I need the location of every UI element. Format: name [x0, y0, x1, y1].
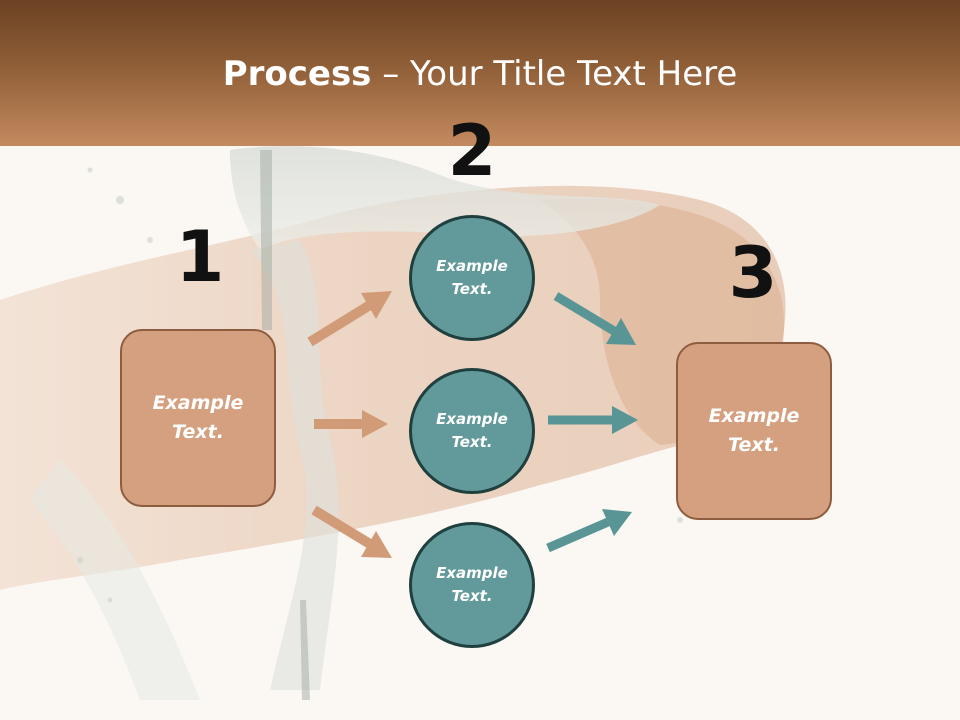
title-regular-part: – Your Title Text Here: [371, 54, 738, 94]
left-box: Example Text.: [120, 329, 276, 507]
arrow-top-to-right: [553, 292, 636, 345]
left-box-text: Example Text.: [152, 392, 244, 443]
bottom-circle: Example Text.: [409, 522, 535, 648]
top-circle-text: Example Text.: [436, 257, 508, 298]
right-box: Example Text.: [676, 342, 832, 520]
middle-circle-text: Example Text.: [436, 410, 508, 451]
step-number-3: 3: [728, 232, 778, 314]
top-circle: Example Text.: [409, 215, 535, 341]
bottom-circle-text: Example Text.: [436, 564, 508, 605]
arrow-left-to-top: [307, 291, 392, 347]
arrow-middle-to-right: [548, 406, 638, 434]
step-number-2: 2: [447, 110, 497, 192]
step-number-1: 1: [175, 216, 225, 298]
arrow-left-to-bottom: [311, 505, 392, 558]
title-bar: Process – Your Title Text Here: [0, 0, 960, 146]
middle-circle: Example Text.: [409, 368, 535, 494]
arrow-bottom-to-right: [546, 509, 632, 553]
title-bold-part: Process: [222, 54, 372, 94]
slide-title: Process – Your Title Text Here: [0, 52, 960, 96]
right-box-text: Example Text.: [708, 405, 800, 456]
arrow-left-to-middle: [314, 410, 388, 438]
